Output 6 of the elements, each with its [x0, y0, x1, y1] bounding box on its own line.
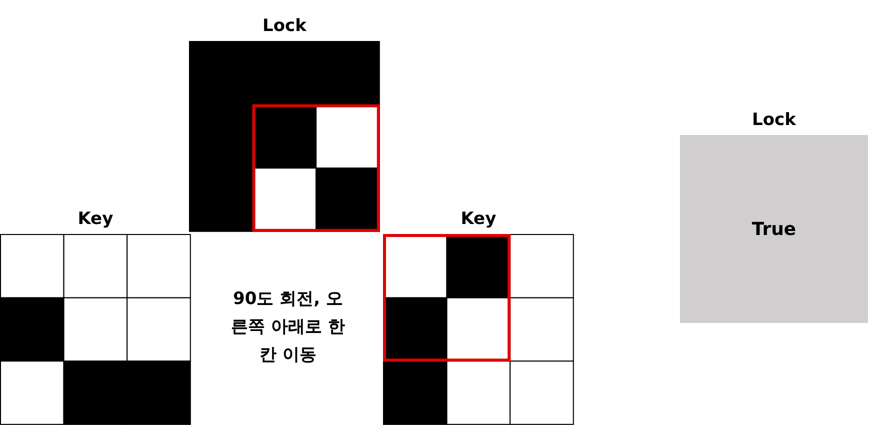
note-text: 90도 회전, 오른쪽 아래로 한 칸 이동 [230, 288, 346, 367]
heading: Key [78, 208, 114, 230]
heading: Lock [752, 109, 796, 131]
heading: Lock [262, 15, 306, 37]
result-text: True [752, 218, 796, 240]
heading: Key [460, 208, 496, 230]
